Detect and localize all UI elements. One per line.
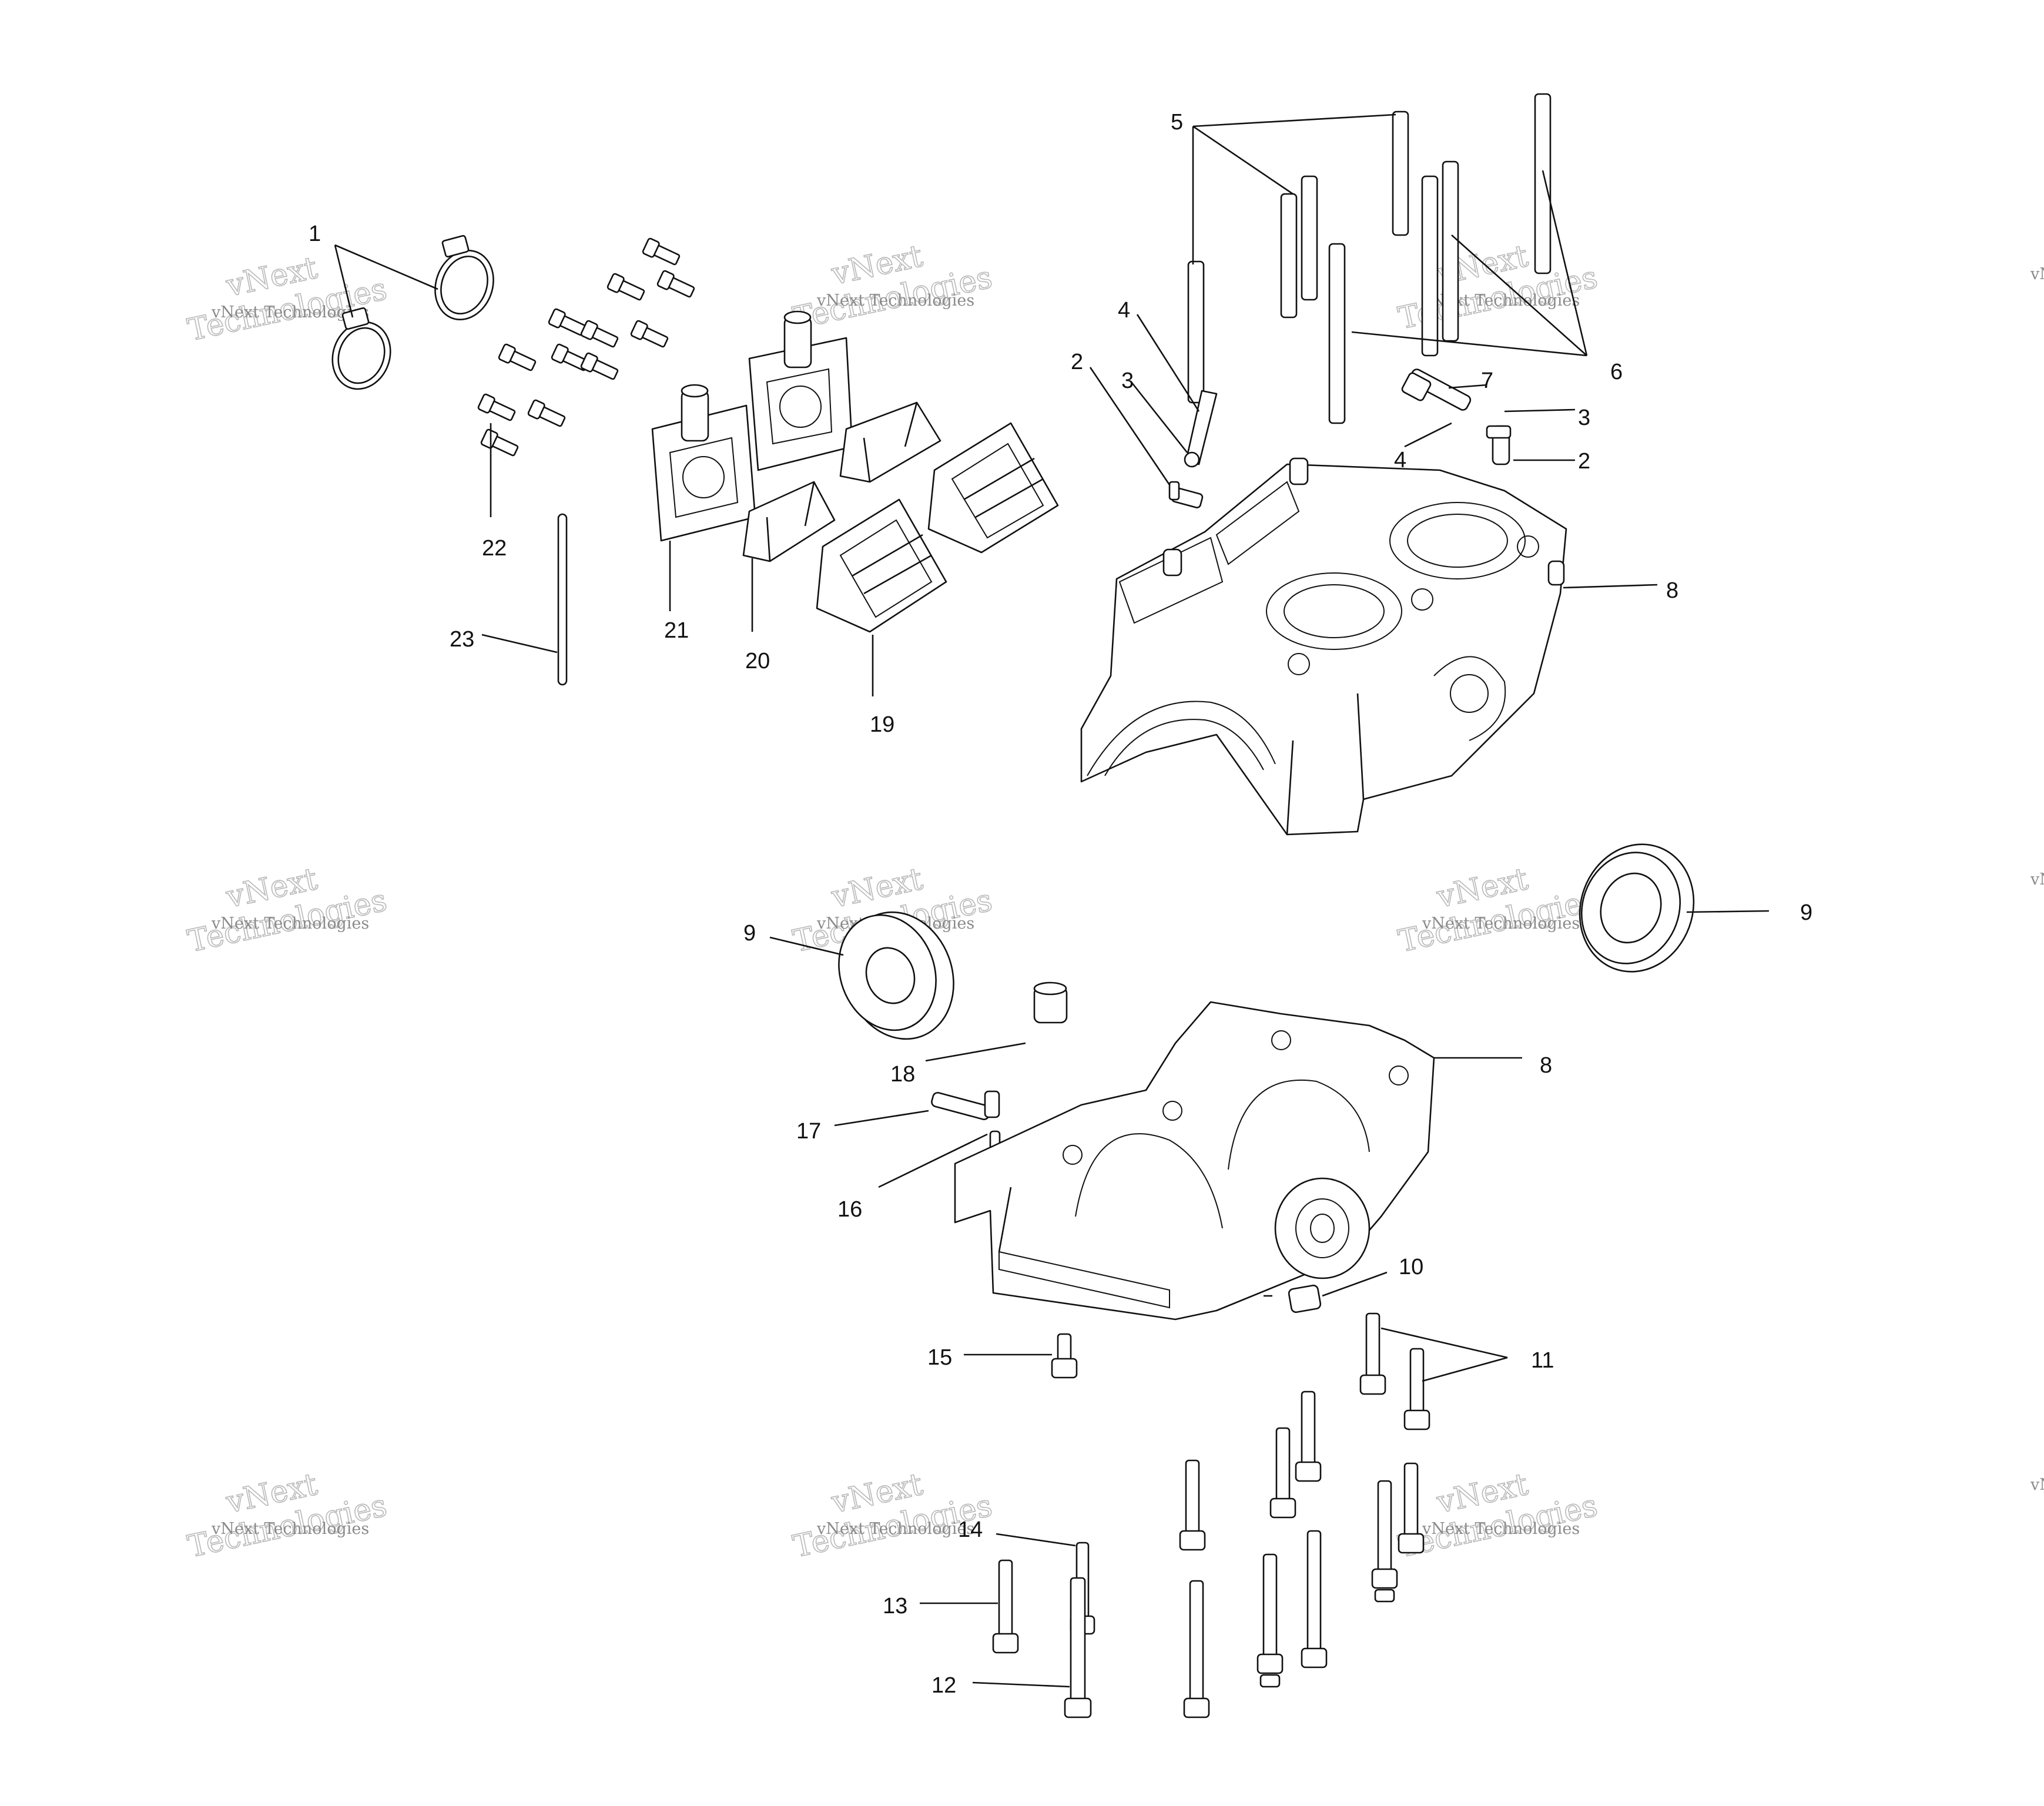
svg-text:vNext Technologies: vNext Technologies <box>211 1520 369 1538</box>
watermark: vNext Technologies vNext Technologies <box>1395 1466 1601 1565</box>
callout-16: 16 <box>837 1197 862 1222</box>
callout-2: 2 <box>1071 350 1083 374</box>
callout-3: 3 <box>1578 406 1590 430</box>
callout-10: 10 <box>1399 1255 1423 1279</box>
callout-13: 13 <box>883 1594 907 1619</box>
watermark-edge: vNext Technologies <box>2030 1476 2044 1494</box>
callout-20: 20 <box>745 649 770 674</box>
callout-23: 23 <box>450 627 474 652</box>
callout-12: 12 <box>931 1673 956 1698</box>
watermark: vNext Technologies vNext Technologies <box>790 1466 996 1565</box>
callout-8: 8 <box>1666 578 1678 603</box>
callout-labels: 1 5 4 3 2 7 3 4 2 6 8 22 23 21 20 19 9 9… <box>309 110 1812 1698</box>
callout-1: 1 <box>309 222 321 246</box>
part-reed-spacers <box>742 401 941 562</box>
callout-4: 4 <box>1394 448 1406 473</box>
part-crankcase-bolts <box>992 1312 1430 1718</box>
part-hose-clamps <box>331 234 494 390</box>
callout-22: 22 <box>482 536 507 561</box>
watermark: vNext Technologies vNext Technologies <box>790 238 996 337</box>
callout-8: 8 <box>1540 1053 1552 1078</box>
callout-6: 6 <box>1610 360 1623 384</box>
part-small-bolts <box>477 237 695 457</box>
part-upper-crankcase <box>1080 457 1567 836</box>
callout-3: 3 <box>1121 368 1134 393</box>
watermark: vNext Technologies vNext Technologies <box>1395 861 1601 960</box>
part-lower-crankcase <box>954 1001 1435 1321</box>
part-oil-seals <box>838 843 1695 1040</box>
part-reed-adapters <box>651 310 853 542</box>
part-reed-valves <box>816 422 1059 633</box>
callout-11: 11 <box>1531 1348 1554 1373</box>
callout-4: 4 <box>1118 298 1130 323</box>
callout-14: 14 <box>958 1517 983 1542</box>
part-drain-plug <box>1264 1284 1322 1314</box>
watermark-edge: vNext Technologies <box>2030 870 2044 889</box>
svg-text:vNext Technologies: vNext Technologies <box>816 1520 974 1538</box>
part-studs <box>1187 93 1552 424</box>
leader-lines <box>334 113 1770 1688</box>
callout-15: 15 <box>927 1345 952 1370</box>
callout-9: 9 <box>1800 900 1812 925</box>
svg-text:vNext Technologies: vNext Technologies <box>211 914 369 933</box>
svg-text:vNext Technologies: vNext Technologies <box>1422 1520 1580 1538</box>
callout-21: 21 <box>664 618 689 643</box>
svg-text:vNext Technologies: vNext Technologies <box>1422 914 1580 933</box>
part-rod <box>557 513 568 686</box>
watermark-edge: vNext Technologies <box>2030 265 2044 283</box>
callout-17: 17 <box>796 1119 821 1144</box>
svg-text:vNext Technologies: vNext Technologies <box>816 291 974 310</box>
callout-2: 2 <box>1578 449 1590 474</box>
watermark: vNext Technologies vNext Technologies <box>185 1466 391 1565</box>
part-fittings <box>1168 368 1512 509</box>
callout-9: 9 <box>743 921 756 946</box>
watermarks: vNext Technologies vNext Technologies vN… <box>185 238 2044 1565</box>
callout-5: 5 <box>1171 110 1183 135</box>
callout-19: 19 <box>870 712 894 737</box>
callout-7: 7 <box>1481 368 1493 393</box>
callout-18: 18 <box>890 1062 915 1087</box>
watermark: vNext Technologies vNext Technologies <box>185 861 391 960</box>
